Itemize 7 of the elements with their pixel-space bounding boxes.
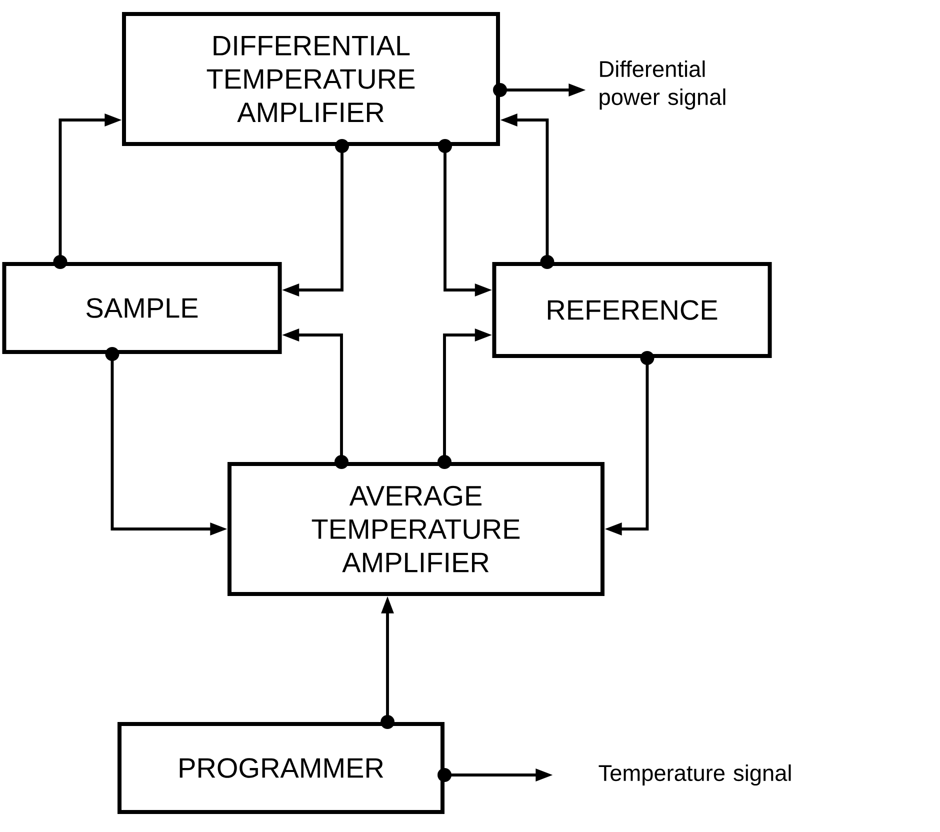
signal-label: Temperature signal <box>598 764 791 786</box>
block-box: SAMPLE <box>2 262 282 354</box>
block-box: REFERENCE <box>492 262 772 358</box>
block-box: DIFFERENTIAL TEMPERATURE AMPLIFIER <box>122 12 500 146</box>
signal-label: Differential power signal <box>600 60 726 110</box>
block-box: AVERAGE TEMPERATURE AMPLIFIER <box>228 462 604 596</box>
block-box: PROGRAMMER <box>118 722 444 814</box>
